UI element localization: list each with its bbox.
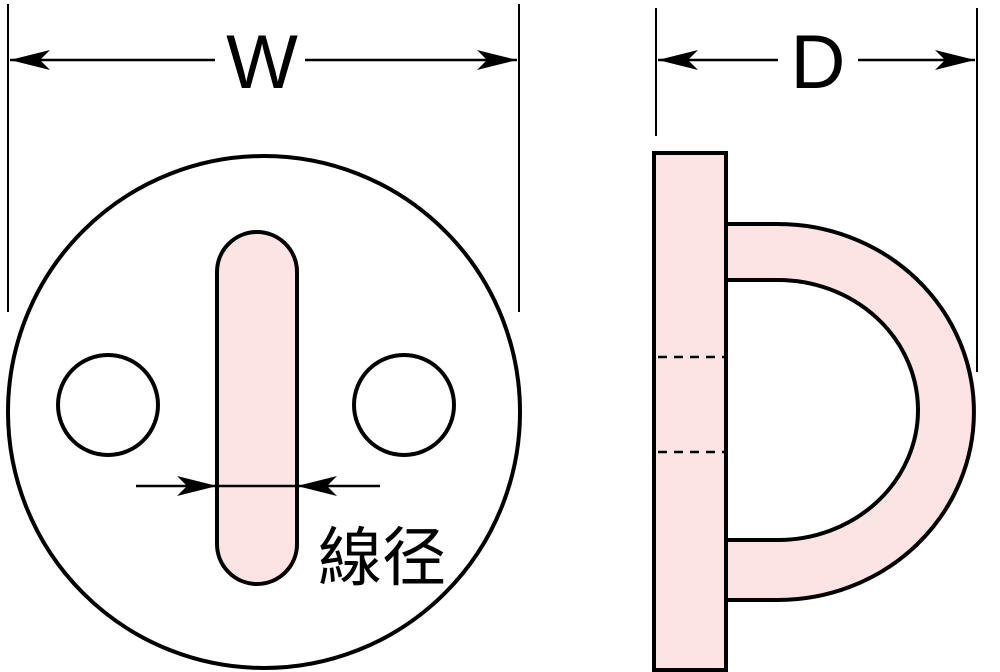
base-plate-side (652, 151, 728, 672)
dimension-depth: D (655, 8, 978, 372)
wire-diameter-label: 線径 (318, 522, 446, 596)
width-label: W (226, 20, 298, 105)
dimension-width: W (7, 4, 520, 312)
wire-loop-front (215, 230, 299, 586)
wire-loop-side (724, 222, 976, 602)
side-view (652, 151, 976, 672)
mounting-hole-left (56, 353, 160, 457)
front-view (6, 154, 522, 670)
dimension-wire-diameter: 線径 (136, 476, 446, 596)
depth-label: D (791, 20, 846, 105)
mounting-hole-right (352, 353, 456, 457)
